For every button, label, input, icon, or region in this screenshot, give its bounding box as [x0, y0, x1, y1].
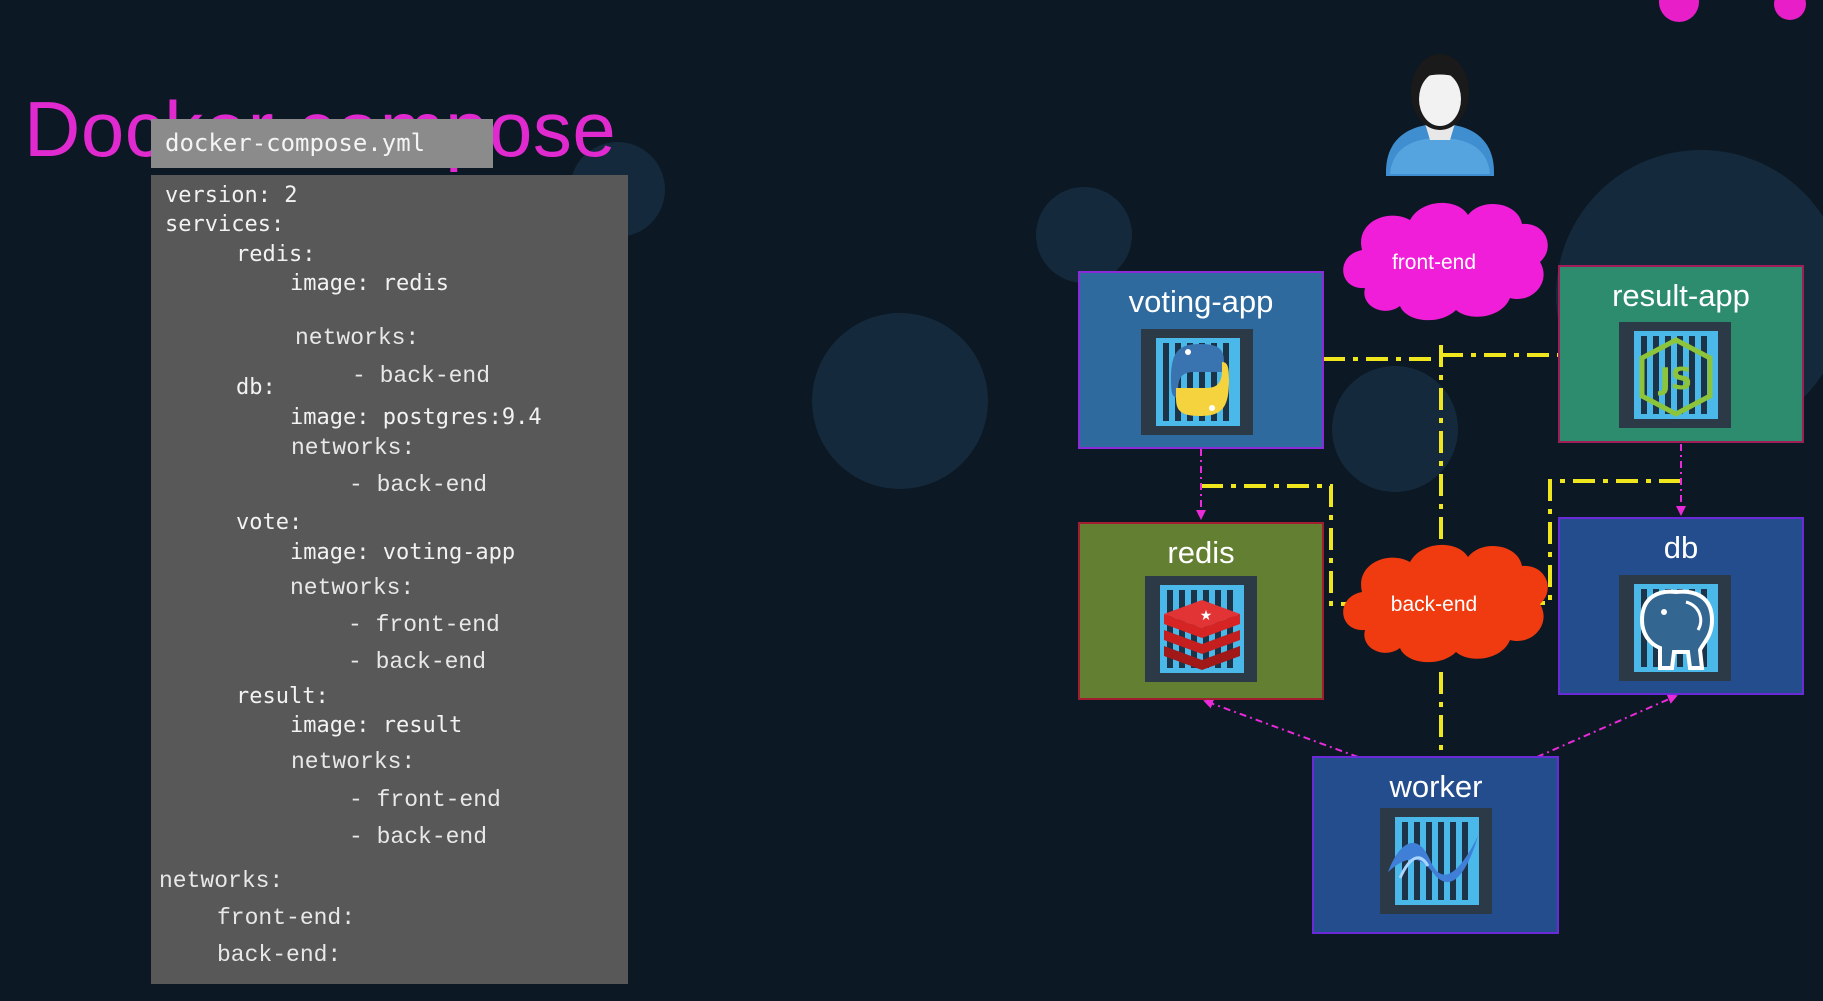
code-line: - back-end: [348, 649, 487, 675]
code-line: networks:: [291, 435, 416, 461]
code-line: - front-end: [349, 787, 501, 813]
code-line: image: redis: [290, 271, 449, 296]
code-line: networks:: [291, 749, 416, 775]
background-circle: [1036, 187, 1132, 283]
code-line: networks:: [159, 868, 284, 894]
user-icon: [1386, 54, 1494, 176]
dotnet-icon: [1388, 836, 1478, 883]
code-line: image: voting-app: [290, 540, 516, 565]
service-voting-app[interactable]: voting-app: [1078, 271, 1324, 449]
container-bars: [1634, 331, 1718, 419]
service-worker[interactable]: worker: [1312, 756, 1559, 934]
code-line: version: 2: [165, 183, 298, 208]
code-line: redis:: [236, 242, 316, 267]
dependency-arrows: [1196, 444, 1686, 758]
worker-label: worker: [1388, 769, 1482, 804]
code-line: services:: [165, 212, 285, 237]
code-line: - back-end: [352, 363, 491, 389]
compose-code-panel: version: 2 services: redis: image: redis…: [151, 175, 628, 984]
link-voting-backend: [1201, 484, 1352, 606]
code-line: image: postgres:9.4: [290, 405, 542, 430]
redis-label: redis: [1167, 535, 1234, 570]
code-line: result:: [236, 684, 329, 709]
voting-app-label: voting-app: [1129, 284, 1274, 319]
redis-icon: ★: [1164, 600, 1240, 670]
code-line: - front-end: [348, 612, 500, 638]
python-icon: [1171, 344, 1229, 416]
back-end-label: back-end: [1391, 593, 1477, 616]
code-line: networks:: [295, 325, 420, 351]
db-label: db: [1664, 530, 1698, 565]
decorative-dot: [1774, 0, 1806, 20]
code-line: - back-end: [349, 472, 488, 498]
front-end-cloud-shape: [1343, 202, 1548, 321]
service-redis[interactable]: redis ★: [1078, 522, 1324, 700]
code-line: networks:: [290, 575, 415, 601]
code-line: - back-end: [349, 824, 488, 850]
nodejs-icon: JS: [1639, 337, 1713, 417]
service-db[interactable]: db: [1558, 517, 1804, 695]
front-end-label: front-end: [1392, 251, 1476, 274]
code-line: db:: [236, 375, 276, 400]
code-line: vote:: [236, 510, 303, 535]
back-end-network-cloud: back-end: [1343, 544, 1548, 663]
service-result-app[interactable]: result-app JS: [1558, 265, 1804, 443]
arrow-worker-to-redis: [1203, 699, 1359, 758]
svg-text:JS: JS: [1658, 362, 1693, 397]
arrow-worker-to-db: [1536, 694, 1678, 758]
code-line: front-end:: [217, 905, 356, 931]
result-app-label: result-app: [1612, 278, 1750, 313]
back-end-cloud-shape: [1343, 544, 1548, 663]
code-line: image: result: [290, 713, 463, 738]
background-circle: [812, 313, 988, 489]
svg-text:★: ★: [1200, 608, 1213, 624]
decorative-dot: [1659, 0, 1699, 22]
front-end-network-cloud: front-end: [1343, 202, 1548, 321]
postgres-elephant-icon: [1639, 589, 1715, 670]
background-circle: [1332, 366, 1458, 492]
code-line: back-end:: [217, 942, 342, 968]
filename-tab: docker-compose.yml: [151, 119, 493, 168]
